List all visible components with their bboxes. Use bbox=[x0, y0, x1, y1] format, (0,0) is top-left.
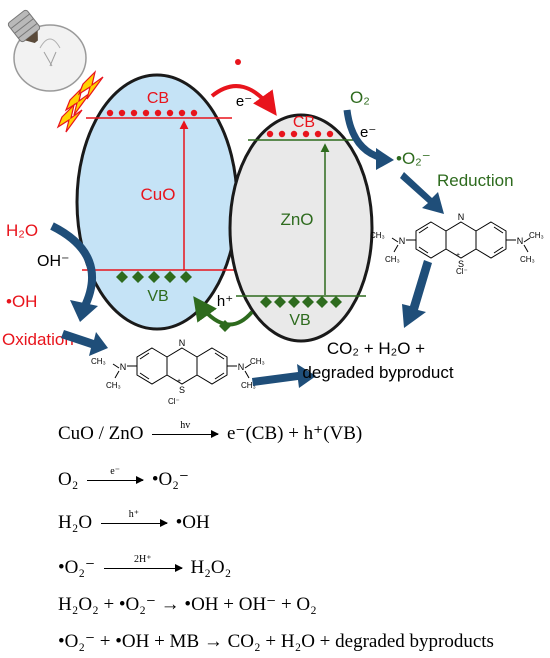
cuo-cb-label: CB bbox=[147, 90, 169, 107]
reduction-electron-label: e⁻ bbox=[360, 124, 376, 141]
mb-top-n-center: N bbox=[458, 212, 465, 222]
oh-radical-label: •OH bbox=[6, 292, 37, 311]
eq3-left: H₂O bbox=[58, 512, 93, 533]
electron-transfer-arrow bbox=[210, 84, 277, 116]
mb-bottom-ch3-left-a: CH₃ bbox=[91, 357, 106, 366]
zno-electrons bbox=[266, 130, 334, 138]
eq2-arrow: e⁻ bbox=[87, 466, 145, 485]
oxidation-label: Oxidation bbox=[2, 330, 74, 349]
degradation-arrow bbox=[252, 364, 316, 388]
eq4-arrow-label: 2H⁺ bbox=[134, 554, 152, 566]
eq4-left: •O₂⁻ bbox=[58, 557, 96, 578]
hole-diamond bbox=[219, 320, 231, 332]
eq4-arrow: 2H⁺ bbox=[103, 554, 183, 573]
zno-holes bbox=[260, 296, 342, 308]
mb-top-s-center: S bbox=[458, 259, 464, 269]
mb-bottom-ch3-right-b: CH₃ bbox=[241, 381, 256, 390]
mb-top-n-right: N bbox=[517, 236, 524, 246]
eq2-left: O₂ bbox=[58, 469, 79, 490]
equation-4: •O₂⁻ 2H⁺ H₂O₂ bbox=[58, 554, 232, 579]
mb-bottom-n-center: N bbox=[179, 338, 186, 348]
electron-dot bbox=[235, 59, 241, 65]
o2-label: O₂ bbox=[350, 88, 370, 107]
eq1-arrow-label: hv bbox=[180, 420, 191, 432]
oxidation-block-arrow bbox=[61, 330, 108, 356]
reduction-block-arrow-down bbox=[402, 260, 432, 328]
zno-vb-label: VB bbox=[289, 312, 310, 329]
mb-top-ch3-left-b: CH₃ bbox=[385, 255, 400, 264]
equation-6: •O₂⁻ + •OH + MB → CO₂ + H₂O + degraded b… bbox=[58, 631, 494, 652]
mb-top-n-left: N bbox=[399, 236, 406, 246]
eq3-right: •OH bbox=[175, 512, 210, 533]
mb-top-ch3-right-b: CH₃ bbox=[520, 255, 535, 264]
mb-top-ch3-left-a: CH₃ bbox=[370, 231, 385, 240]
mb-bottom-s-charge: + bbox=[177, 378, 181, 385]
eq4-right: H₂O₂ bbox=[190, 557, 232, 578]
oh-minus-label: OH⁻ bbox=[37, 253, 69, 270]
mb-bottom-n-left: N bbox=[120, 362, 127, 372]
mb-top-ch3-right-a: CH₃ bbox=[529, 231, 544, 240]
cuo-electrons bbox=[106, 109, 198, 117]
mb-top-counterion: Cl⁻ bbox=[456, 267, 468, 276]
reduction-curve-arrowhead bbox=[376, 148, 394, 170]
mb-bottom-s-center: S bbox=[179, 385, 185, 395]
hole-transfer-label: h⁺ bbox=[217, 293, 233, 310]
oxidation-curve-arrowhead bbox=[70, 300, 98, 322]
products-line-1: CO₂ + H₂O + bbox=[327, 339, 425, 358]
eq2-arrow-label: e⁻ bbox=[110, 466, 120, 478]
mb-bottom-n-right: N bbox=[238, 362, 245, 372]
oxidation-curve-arrow bbox=[50, 222, 96, 310]
reduction-label: Reduction bbox=[437, 171, 514, 190]
methylene-blue-molecule-top bbox=[391, 221, 531, 259]
eq1-right: e⁻(CB) + h⁺(VB) bbox=[227, 423, 363, 444]
eq1-left: CuO / ZnO bbox=[58, 423, 144, 444]
electron-transfer-label: e⁻ bbox=[236, 93, 252, 110]
lightning-icon bbox=[56, 70, 104, 133]
eq2-right: •O₂⁻ bbox=[151, 469, 189, 490]
light-bulb-icon bbox=[7, 9, 87, 92]
eq3-arrow: h⁺ bbox=[100, 509, 168, 528]
cuo-label: CuO bbox=[141, 185, 176, 204]
cuo-holes bbox=[116, 271, 192, 283]
h2o-label: H₂O bbox=[6, 221, 38, 240]
zno-cb-label: CB bbox=[293, 114, 315, 131]
cuo-vb-label: VB bbox=[147, 288, 168, 305]
superoxide-label: •O₂⁻ bbox=[396, 149, 431, 168]
eq3-arrow-label: h⁺ bbox=[128, 509, 139, 521]
methylene-blue-molecule-bottom bbox=[112, 347, 252, 385]
equation-2: O₂ e⁻ •O₂⁻ bbox=[58, 466, 189, 491]
equation-1: CuO / ZnO hv e⁻(CB) + h⁺(VB) bbox=[58, 420, 363, 445]
equation-5: H₂O₂ + •O₂⁻ → •OH + OH⁻ + O₂ bbox=[58, 594, 317, 615]
products-line-2: degraded byproduct bbox=[302, 363, 454, 382]
mb-bottom-ch3-left-b: CH₃ bbox=[106, 381, 121, 390]
eq1-arrow: hv bbox=[152, 420, 220, 439]
mb-top-s-charge: + bbox=[456, 252, 460, 259]
mb-bottom-counterion: Cl⁻ bbox=[168, 397, 180, 406]
equation-3: H₂O h⁺ •OH bbox=[58, 509, 210, 534]
zno-label: ZnO bbox=[280, 210, 313, 229]
reduction-block-arrow-top bbox=[400, 172, 444, 214]
mb-bottom-ch3-right-a: CH₃ bbox=[250, 357, 265, 366]
zno-particle bbox=[228, 113, 374, 343]
